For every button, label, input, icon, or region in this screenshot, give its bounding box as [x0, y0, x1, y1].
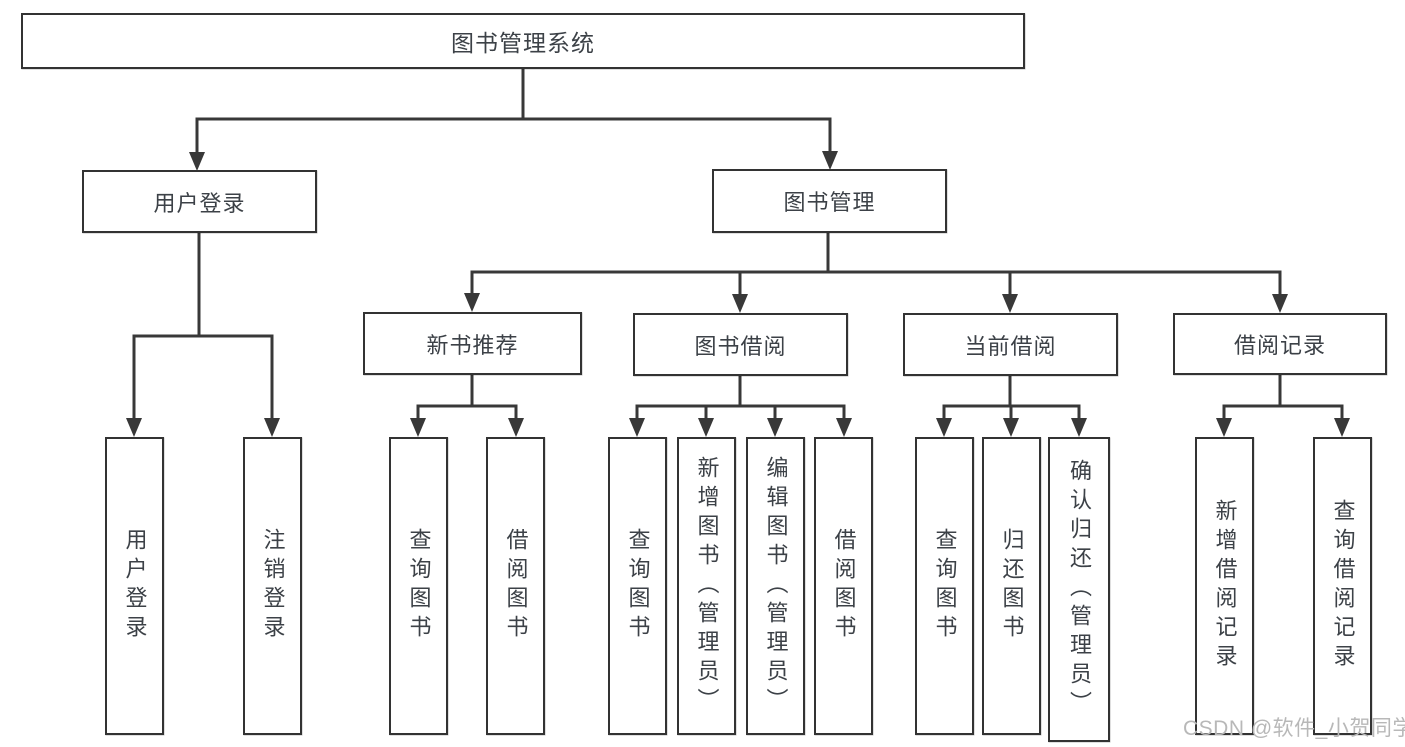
node-leaf-borrow-book-recommend: 借阅图书	[486, 437, 545, 735]
node-leaf-confirm-return-admin: 确认归还（管理员）	[1048, 437, 1110, 742]
leaf-label: 编辑图书（管理员）	[763, 455, 789, 717]
csdn-watermark: CSDN @软件_小贺同学	[1183, 717, 1405, 740]
node-leaf-add-borrow-record: 新增借阅记录	[1195, 437, 1254, 735]
leaf-label: 查询借阅记录	[1330, 499, 1356, 673]
node-leaf-add-book-admin: 新增图书（管理员）	[677, 437, 736, 735]
node-leaf-logout: 注销登录	[243, 437, 302, 735]
node-leaf-query-book-current: 查询图书	[915, 437, 974, 735]
leaf-label: 用户登录	[122, 528, 148, 644]
leaf-label: 查询图书	[625, 528, 651, 644]
leaf-label: 新增借阅记录	[1212, 499, 1238, 673]
node-current-borrowing: 当前借阅	[903, 313, 1118, 376]
node-new-book-recommendation: 新书推荐	[363, 312, 582, 375]
leaf-label: 查询图书	[406, 528, 432, 644]
leaf-label: 确认归还（管理员）	[1067, 459, 1092, 720]
node-leaf-return-book: 归还图书	[982, 437, 1041, 735]
leaf-label: 归还图书	[999, 528, 1025, 644]
node-book-management: 图书管理	[712, 169, 947, 233]
node-leaf-query-book-borrow: 查询图书	[608, 437, 667, 735]
leaf-label: 借阅图书	[831, 528, 857, 644]
leaf-label: 借阅图书	[503, 528, 529, 644]
node-leaf-user-login: 用户登录	[105, 437, 164, 735]
leaf-label: 注销登录	[260, 528, 286, 644]
node-leaf-borrow-book: 借阅图书	[814, 437, 873, 735]
node-leaf-query-borrow-record: 查询借阅记录	[1313, 437, 1372, 735]
node-book-borrowing: 图书借阅	[633, 313, 848, 376]
node-borrowing-records: 借阅记录	[1173, 313, 1387, 375]
leaf-label: 新增图书（管理员）	[694, 455, 720, 717]
node-library-management-system: 图书管理系统	[21, 13, 1025, 69]
node-user-login: 用户登录	[82, 170, 317, 233]
leaf-label: 查询图书	[932, 528, 958, 644]
node-leaf-query-book-recommend: 查询图书	[389, 437, 448, 735]
node-leaf-edit-book-admin: 编辑图书（管理员）	[746, 437, 805, 735]
